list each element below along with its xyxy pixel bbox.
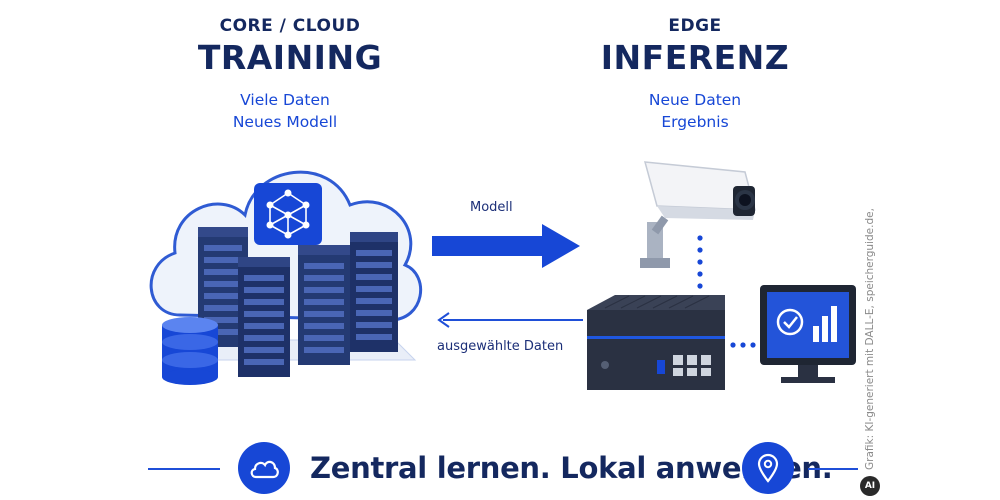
- location-pin-icon: [742, 442, 794, 494]
- inferenz-line-1: Neue Daten: [648, 91, 742, 109]
- image-credit: Grafik: KI-generiert mit DALL-E, speiche…: [864, 208, 876, 470]
- core-cloud-label: CORE / CLOUD: [219, 16, 361, 36]
- footer-line-left: [148, 468, 220, 470]
- cloud-icon: [238, 442, 290, 494]
- modell-label: Modell: [470, 200, 513, 215]
- server-racks: [198, 227, 398, 377]
- training-title: TRAINING: [197, 38, 383, 77]
- ai-badge: AI: [860, 476, 880, 496]
- model-arrow: [432, 224, 580, 268]
- footer-line-right: [808, 468, 858, 470]
- inferenz-subtitle: Neue Daten Ergebnis: [545, 89, 845, 133]
- data-return-arrow: [437, 312, 583, 328]
- cloud-server-illustration: [149, 170, 422, 385]
- neural-network-icon: [254, 183, 322, 245]
- database-icon: [162, 317, 218, 385]
- training-subtitle: Viele Daten Neues Modell: [140, 89, 430, 133]
- camera-connector-dots: [697, 235, 703, 289]
- ausgewaehlte-daten-label: ausgewählte Daten: [437, 339, 564, 354]
- inferenz-line-2: Ergebnis: [661, 113, 729, 131]
- training-line-2: Neues Modell: [232, 113, 338, 131]
- monitor-icon: [760, 285, 856, 383]
- inferenz-title: INFERENZ: [600, 38, 790, 77]
- security-camera-icon: [640, 161, 756, 268]
- monitor-connector-dots: [730, 342, 756, 348]
- training-line-1: Viele Daten: [240, 91, 330, 109]
- edge-illustration: [587, 161, 856, 390]
- edge-computer-icon: [587, 295, 725, 390]
- edge-label: EDGE: [668, 16, 722, 36]
